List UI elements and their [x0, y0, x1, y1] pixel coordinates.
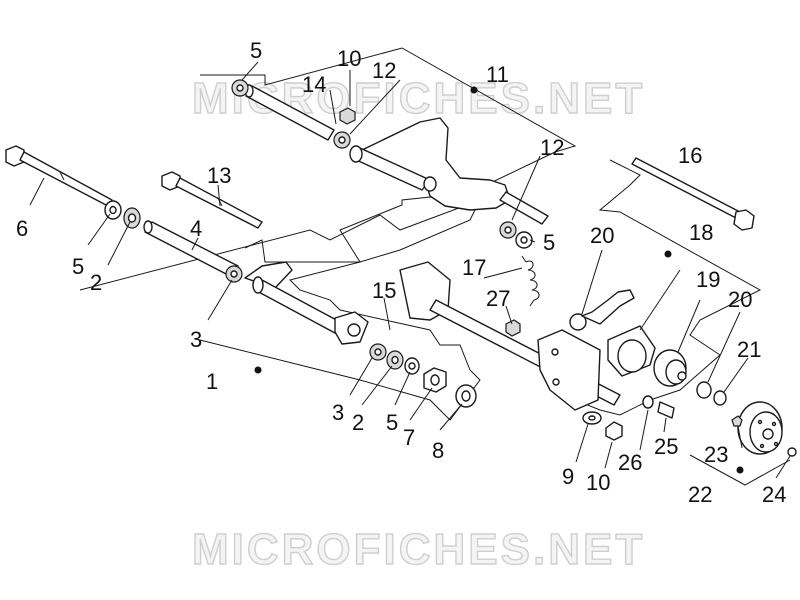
callout-24: 24 [762, 482, 786, 507]
callout-19: 19 [696, 267, 720, 292]
callout-12: 12 [540, 135, 564, 160]
hub-22 [737, 401, 783, 455]
dot-11 [470, 86, 478, 94]
callout-3: 3 [332, 400, 344, 425]
callout-2: 2 [352, 410, 364, 435]
pin-23 [731, 415, 743, 427]
bolt-6 [5, 145, 113, 207]
callout-21: 21 [737, 337, 761, 362]
bolt-16 [631, 157, 755, 231]
watermark-top: MICROFICHES.NET [192, 74, 645, 123]
nut-10-lower [605, 421, 623, 441]
dot-1 [254, 366, 262, 374]
callout-20: 20 [728, 287, 752, 312]
callout-6: 6 [16, 216, 28, 241]
bushing-12-top [333, 131, 351, 149]
callout-10: 10 [586, 470, 610, 495]
nut-8 [455, 384, 477, 408]
nut-7 [423, 367, 447, 393]
watermark-bottom: MICROFICHES.NET [192, 525, 645, 574]
callout-12: 12 [372, 58, 396, 83]
leader-lines [29, 61, 791, 479]
callout-14: 14 [302, 72, 326, 97]
callout-15: 15 [372, 278, 396, 303]
screw-24 [787, 447, 797, 457]
callout-5: 5 [543, 230, 555, 255]
screw-25 [657, 401, 675, 419]
ring-21 [713, 390, 727, 406]
nut-10-top [339, 107, 356, 125]
callout-25: 25 [654, 434, 678, 459]
callout-3: 3 [190, 327, 202, 352]
spring-17 [521, 255, 540, 307]
bracket-1 [79, 199, 482, 421]
washer-5-right [515, 231, 533, 249]
callout-2: 2 [90, 270, 102, 295]
callout-5: 5 [386, 410, 398, 435]
callout-17: 17 [462, 255, 486, 280]
bracket-assembly-11 [349, 117, 549, 225]
damper-18 [607, 325, 656, 377]
callout-4: 4 [190, 216, 202, 241]
washer-5-left [104, 200, 122, 220]
tube-14 [244, 84, 335, 141]
bushing-20-left [569, 289, 635, 331]
bolt-13 [161, 171, 263, 229]
callout-9: 9 [562, 464, 574, 489]
bushing-12-right [499, 221, 517, 239]
callout-5: 5 [72, 254, 84, 279]
nut-27 [505, 319, 521, 337]
callout-5: 5 [250, 38, 262, 63]
tube-4 [143, 220, 239, 277]
callout-18: 18 [689, 220, 713, 245]
bearing-19 [653, 349, 687, 387]
callout-20: 20 [590, 223, 614, 248]
callout-10: 10 [337, 46, 361, 71]
dot-22 [736, 466, 744, 474]
washer-5-top [231, 79, 249, 97]
callout-1: 1 [206, 369, 218, 394]
washer-5-lower [404, 357, 420, 375]
bushing-3-upper [225, 265, 243, 283]
washer-9 [582, 411, 602, 425]
plate-right [537, 329, 601, 411]
callout-13: 13 [207, 163, 231, 188]
dot-18 [664, 250, 672, 258]
callout-23: 23 [704, 442, 728, 467]
bushing-3-lower [369, 343, 387, 361]
callout-27: 27 [486, 286, 510, 311]
swing-arm-1 [244, 261, 369, 345]
callout-8: 8 [432, 438, 444, 463]
washer-26 [642, 395, 654, 409]
washer-2-lower [386, 350, 404, 370]
callout-22: 22 [688, 482, 712, 507]
callout-11: 11 [486, 62, 509, 87]
callout-16: 16 [678, 143, 702, 168]
callout-26: 26 [618, 450, 642, 475]
callout-7: 7 [403, 425, 415, 450]
bracket-22 [689, 454, 791, 486]
washer-2-left [123, 207, 141, 229]
ring-20-right [696, 381, 712, 399]
